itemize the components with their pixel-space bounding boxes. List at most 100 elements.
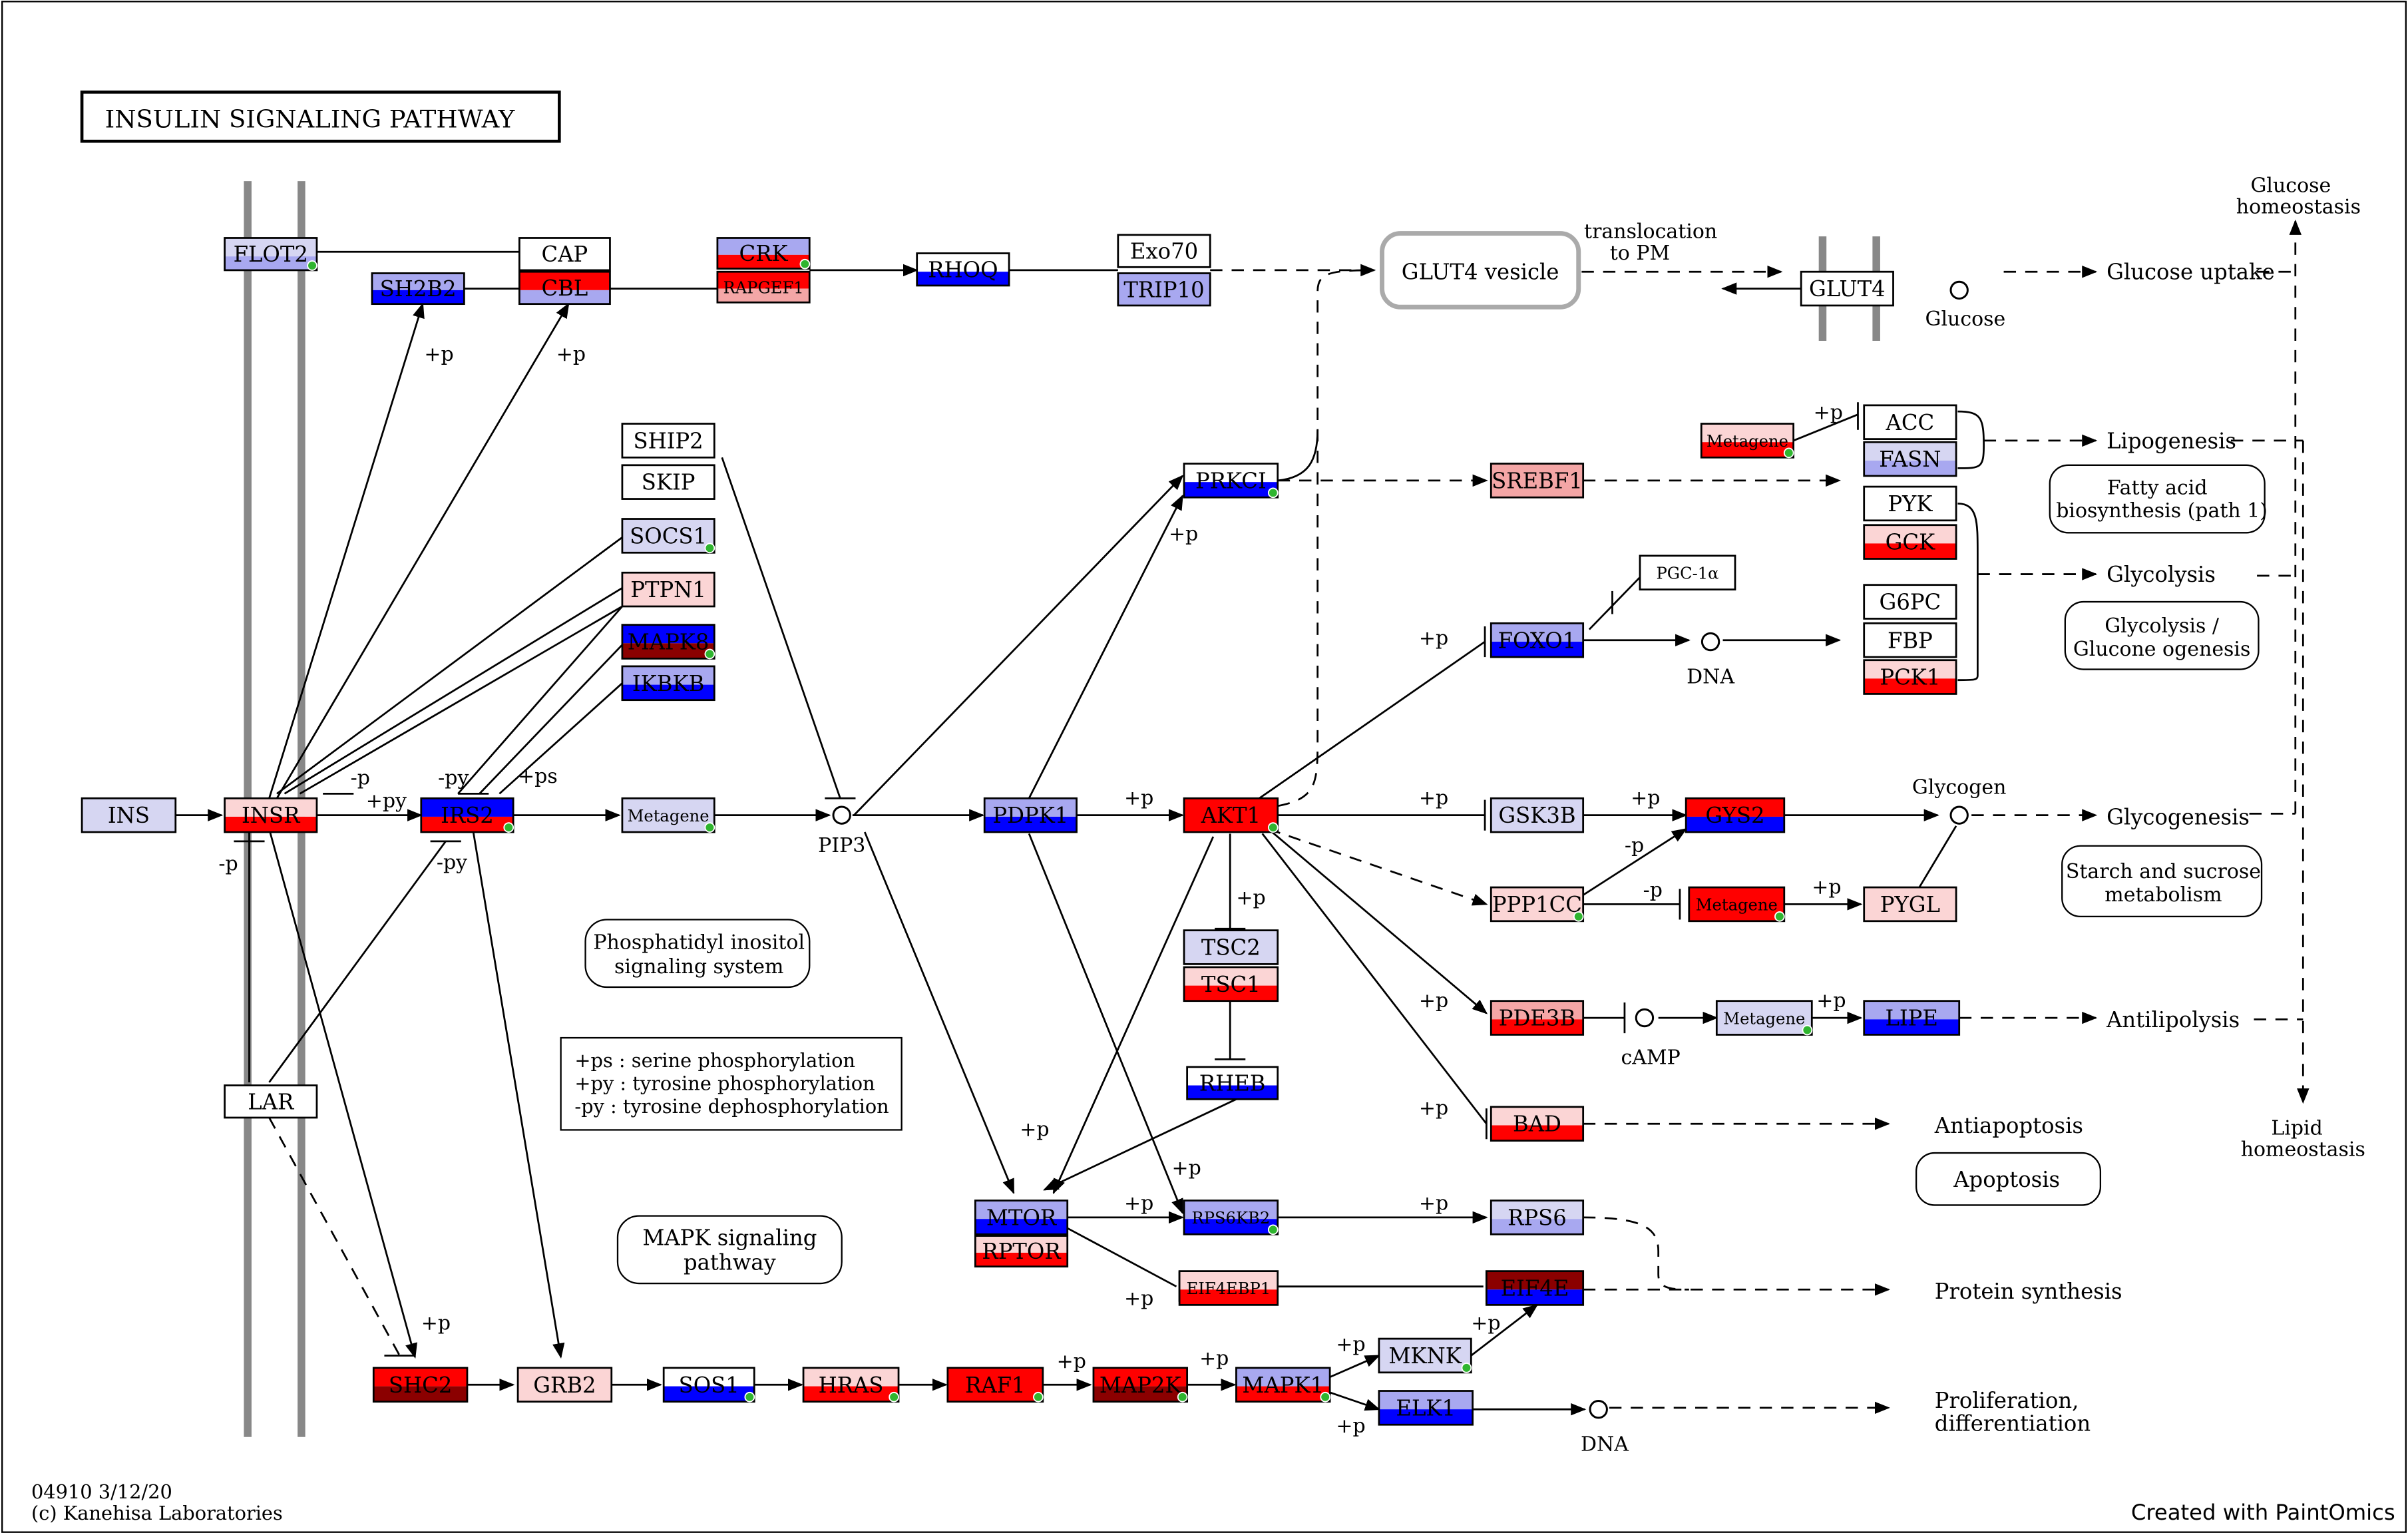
gene-map2k[interactable]: MAP2K — [1092, 1367, 1189, 1403]
gene-ptpn1[interactable]: PTPN1 — [621, 571, 715, 608]
data-indicator-dot — [1774, 911, 1785, 922]
svg-text:Glucone ogenesis: Glucone ogenesis — [2073, 638, 2251, 661]
gene-insr[interactable]: INSR — [224, 797, 318, 833]
gene-foxo1[interactable]: FOXO1 — [1490, 622, 1585, 658]
gene-label-rptor: RPTOR — [982, 1239, 1062, 1264]
gene-cap[interactable]: CAP — [518, 237, 611, 272]
gene-g6pc[interactable]: G6PC — [1863, 584, 1957, 620]
gene-label-rps6kb2: RPS6KB2 — [1191, 1209, 1270, 1227]
gene-mapk1[interactable]: MAPK1 — [1235, 1367, 1331, 1403]
svg-text:+p: +p — [1169, 523, 1198, 546]
gene-eif4ebp1[interactable]: EIF4EBP1 — [1178, 1270, 1279, 1306]
gene-label-socs1: SOCS1 — [630, 523, 707, 549]
svg-text:homeostasis: homeostasis — [2241, 1138, 2365, 1162]
gene-pgc1a[interactable]: PGC-1α — [1639, 554, 1736, 591]
gene-gys2[interactable]: GYS2 — [1685, 797, 1786, 833]
gene-label-ikbkb: IKBKB — [632, 671, 704, 696]
svg-text:metabolism: metabolism — [2105, 883, 2222, 907]
gene-label-lar: LAR — [248, 1089, 295, 1114]
gene-pygl[interactable]: PYGL — [1863, 886, 1957, 923]
gene-tsc1[interactable]: TSC1 — [1183, 966, 1279, 1002]
gene-fasn[interactable]: FASN — [1863, 441, 1957, 477]
gene-ikbkb[interactable]: IKBKB — [621, 665, 715, 702]
svg-text:Created with PaintOmics: Created with PaintOmics — [2131, 1500, 2395, 1525]
gene-pdpk1[interactable]: PDPK1 — [983, 797, 1078, 833]
data-indicator-dot — [1267, 1224, 1279, 1235]
gene-rapgef1[interactable]: RAPGEF1 — [716, 270, 811, 304]
gene-pde3b[interactable]: PDE3B — [1490, 1000, 1585, 1036]
svg-text:Starch and sucrose: Starch and sucrose — [2066, 860, 2261, 883]
gene-label-pck1: PCK1 — [1880, 665, 1940, 690]
gene-label-mapk1: MAPK1 — [1242, 1373, 1324, 1398]
gene-tsc2[interactable]: TSC2 — [1183, 929, 1279, 965]
gene-metagene1[interactable]: Metagene — [621, 797, 715, 833]
svg-text:+py : tyrosine phosphorylation: +py : tyrosine phosphorylation — [574, 1072, 875, 1094]
svg-text:Glycolysis: Glycolysis — [2107, 562, 2216, 587]
svg-text:+p: +p — [1199, 1347, 1229, 1370]
gene-akt1[interactable]: AKT1 — [1183, 797, 1279, 833]
gene-bad[interactable]: BAD — [1490, 1106, 1585, 1142]
gene-rhoq[interactable]: RHOQ — [916, 252, 1010, 287]
gene-lar[interactable]: LAR — [224, 1084, 318, 1119]
gene-rps6kb2[interactable]: RPS6KB2 — [1183, 1200, 1279, 1235]
gene-label-gck: GCK — [1886, 530, 1935, 555]
gene-hras[interactable]: HRAS — [802, 1367, 900, 1403]
gene-label-pyk: PYK — [1888, 491, 1933, 517]
gene-ship2[interactable]: SHIP2 — [621, 423, 715, 459]
gene-socs1[interactable]: SOCS1 — [621, 518, 715, 554]
gene-fbp[interactable]: FBP — [1863, 622, 1957, 658]
gene-sh2b2[interactable]: SH2B2 — [371, 272, 465, 306]
gene-trip10[interactable]: TRIP10 — [1117, 272, 1211, 307]
gene-metagene4[interactable]: Metagene — [1715, 1000, 1813, 1036]
gene-pck1[interactable]: PCK1 — [1863, 659, 1957, 695]
gene-exo70[interactable]: Exo70 — [1117, 234, 1211, 268]
svg-text:+p: +p — [1812, 875, 1841, 899]
gene-mknk[interactable]: MKNK — [1378, 1337, 1472, 1374]
gene-eif4e[interactable]: EIF4E — [1485, 1270, 1585, 1306]
gene-sos1[interactable]: SOS1 — [662, 1367, 755, 1403]
gene-gsk3b[interactable]: GSK3B — [1490, 797, 1585, 833]
gene-label-eif4e: EIF4E — [1501, 1276, 1569, 1301]
gene-crk[interactable]: CRK — [716, 237, 811, 270]
gene-lipe[interactable]: LIPE — [1863, 1000, 1961, 1036]
gene-rptor[interactable]: RPTOR — [974, 1235, 1069, 1268]
gene-label-ins: INS — [108, 803, 150, 828]
gene-metagene2[interactable]: Metagene — [1700, 423, 1795, 459]
gene-cbl[interactable]: CBL — [518, 270, 611, 306]
gene-prkci[interactable]: PRKCI — [1183, 463, 1279, 499]
gene-srebf[interactable]: SREBF1 — [1490, 463, 1585, 499]
gene-label-rheb: RHEB — [1199, 1071, 1266, 1096]
gene-gck[interactable]: GCK — [1863, 524, 1957, 560]
gene-grb2[interactable]: GRB2 — [516, 1367, 613, 1403]
gene-raf1[interactable]: RAF1 — [946, 1367, 1044, 1403]
gene-metagene3[interactable]: Metagene — [1688, 886, 1786, 923]
gene-mapk8[interactable]: MAPK8 — [621, 624, 715, 660]
gene-glut4[interactable]: GLUT4 — [1800, 270, 1894, 307]
gene-rheb[interactable]: RHEB — [1186, 1066, 1279, 1100]
svg-text:Glucose uptake: Glucose uptake — [2107, 260, 2275, 285]
gene-ins[interactable]: INS — [81, 797, 177, 833]
gene-label-glut4: GLUT4 — [1809, 276, 1886, 302]
gene-elk1[interactable]: ELK1 — [1378, 1390, 1474, 1426]
gene-shc2[interactable]: SHC2 — [372, 1367, 469, 1403]
gene-mtor[interactable]: MTOR — [974, 1200, 1069, 1235]
data-indicator-dot — [1177, 1391, 1188, 1403]
data-indicator-dot — [704, 648, 715, 660]
svg-text:-p: -p — [1625, 834, 1644, 857]
svg-text:04910 3/12/20: 04910 3/12/20 — [31, 1480, 172, 1503]
svg-text:Proliferation,: Proliferation, — [1935, 1388, 2079, 1413]
gene-irs2[interactable]: IRS2 — [420, 797, 514, 833]
gene-ppp1cc[interactable]: PPP1CC — [1490, 886, 1585, 923]
gene-label-exo70: Exo70 — [1130, 239, 1198, 264]
gene-acc[interactable]: ACC — [1863, 404, 1957, 440]
gene-label-sh2b2: SH2B2 — [380, 276, 457, 302]
gene-flot2[interactable]: FLOT2 — [224, 237, 318, 272]
gene-rps6[interactable]: RPS6 — [1490, 1200, 1585, 1235]
gene-label-tsc2: TSC2 — [1201, 935, 1261, 961]
svg-text:-p: -p — [1643, 879, 1663, 902]
gene-pyk[interactable]: PYK — [1863, 485, 1957, 522]
svg-text:+p: +p — [1336, 1415, 1365, 1438]
gene-label-hras: HRAS — [819, 1373, 884, 1398]
gene-skip[interactable]: SKIP — [621, 464, 715, 500]
